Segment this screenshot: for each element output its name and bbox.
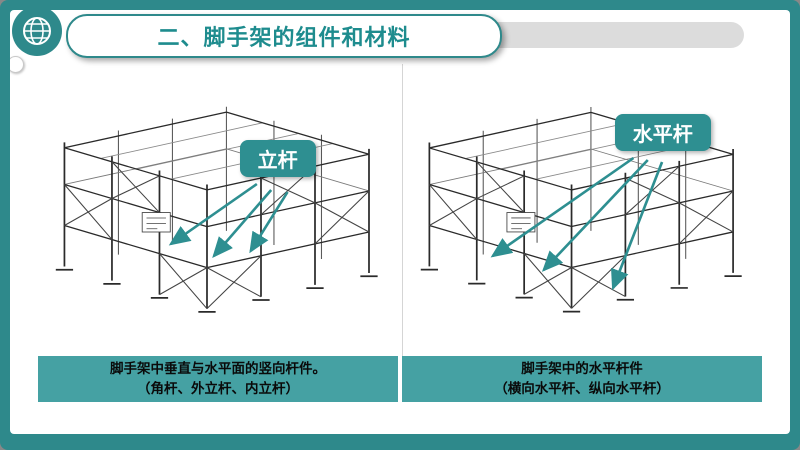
decorative-dot	[10, 56, 24, 73]
panel-horizontal-poles: 水平杆 脚手架中的水平杆件 （横向水平杆、纵向水平杆）	[402, 64, 762, 402]
caption-horizontal-poles: 脚手架中的水平杆件 （横向水平杆、纵向水平杆）	[402, 356, 762, 402]
caption-vertical-poles: 脚手架中垂直与水平面的竖向杆件。 （角杆、外立杆、内立杆）	[38, 356, 398, 402]
content-area: 立杆 脚手架中垂直与水平面的竖向杆件。 （角杆、外立杆、内立杆）	[38, 64, 762, 402]
callout-arrows-left	[168, 182, 289, 258]
globe-icon	[12, 10, 62, 56]
scaffold-drawing-left: 立杆	[38, 64, 398, 356]
caption-line-2: （横向水平杆、纵向水平杆）	[494, 381, 670, 396]
callout-text: 水平杆	[632, 123, 693, 146]
page-title: 二、脚手架的组件和材料	[157, 25, 411, 50]
slide-body: 二、脚手架的组件和材料	[10, 10, 790, 434]
caption-line-1: 脚手架中的水平杆件	[521, 360, 643, 376]
caption-line-2: （角杆、外立杆、内立杆）	[137, 381, 299, 396]
callout-text: 立杆	[257, 149, 298, 172]
callout-label-vertical: 立杆	[239, 139, 316, 177]
scaffold-drawing-right: 水平杆	[402, 64, 762, 356]
callout-arrows-right	[490, 156, 664, 291]
callout-label-horizontal: 水平杆	[614, 113, 711, 151]
panel-vertical-poles: 立杆 脚手架中垂直与水平面的竖向杆件。 （角杆、外立杆、内立杆）	[38, 64, 398, 402]
title-banner: 二、脚手架的组件和材料	[66, 14, 502, 58]
caption-line-1: 脚手架中垂直与水平面的竖向杆件。	[110, 360, 326, 376]
